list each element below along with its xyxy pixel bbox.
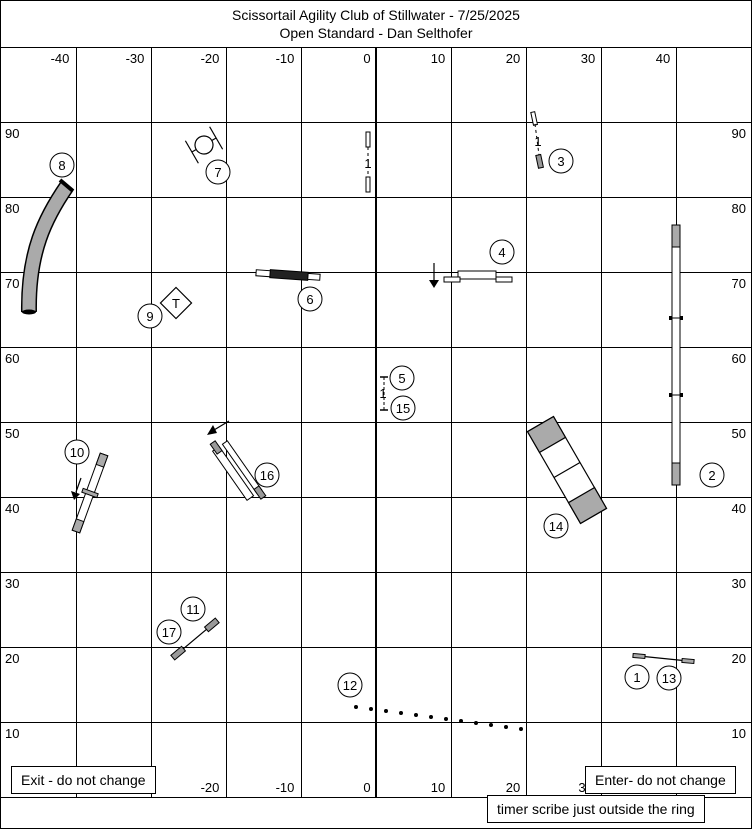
timer-note: timer scribe just outside the ring xyxy=(487,795,705,823)
jump-3: 1 xyxy=(530,111,544,169)
tick-label: 40 xyxy=(732,501,746,516)
jump-mark: 1 xyxy=(534,134,541,149)
number-16: 16 xyxy=(254,462,280,488)
number-15: 15 xyxy=(390,395,416,421)
number-1: 1 xyxy=(624,664,650,690)
svg-text:4: 4 xyxy=(498,245,505,260)
number-10: 10 xyxy=(64,439,90,465)
tick-label: 30 xyxy=(5,576,19,591)
number-markers: 1 2 3 4 5 6 7 8 9 10 11 12 13 14 15 16 1… xyxy=(49,148,725,698)
tick-label: 20 xyxy=(506,780,520,795)
svg-text:11: 11 xyxy=(186,602,200,617)
teeter-10 xyxy=(71,452,109,534)
svg-text:12: 12 xyxy=(343,678,357,693)
number-8: 8 xyxy=(49,152,75,178)
svg-text:9: 9 xyxy=(146,309,153,324)
jump-mark: 1 xyxy=(364,156,371,171)
x-axis-top: -40 -30 -20 -10 0 10 20 30 40 xyxy=(51,51,671,66)
tick-label: 3 xyxy=(578,780,585,795)
number-6: 6 xyxy=(297,286,323,312)
number-4: 4 xyxy=(489,239,515,265)
jump-6 xyxy=(255,269,321,281)
svg-text:3: 3 xyxy=(557,154,564,169)
svg-text:2: 2 xyxy=(708,468,715,483)
dogwalk-2 xyxy=(669,224,683,486)
number-13: 13 xyxy=(656,665,682,691)
tick-label: 0 xyxy=(363,51,370,66)
tick-label: 90 xyxy=(5,126,19,141)
weave-12 xyxy=(354,705,523,731)
tick-label: 70 xyxy=(732,276,746,291)
jump-16 xyxy=(209,440,267,502)
jump-mark: 1 xyxy=(379,386,386,401)
jump-1-13 xyxy=(632,652,695,665)
tick-label: 20 xyxy=(732,651,746,666)
tick-label: -10 xyxy=(276,780,295,795)
tick-label: 80 xyxy=(5,201,19,216)
course-title: Scissortail Agility Club of Stillwater -… xyxy=(232,7,520,23)
tunnel-8 xyxy=(20,178,75,315)
table-label: T xyxy=(172,296,180,311)
tick-label: 0 xyxy=(363,780,370,795)
tick-label: 10 xyxy=(732,726,746,741)
tick-label: 20 xyxy=(506,51,520,66)
number-3: 3 xyxy=(548,148,574,174)
tick-label: 60 xyxy=(732,351,746,366)
arrow xyxy=(207,420,230,435)
svg-text:17: 17 xyxy=(162,625,176,640)
tick-label: 10 xyxy=(5,726,19,741)
tick-label: -20 xyxy=(201,780,220,795)
number-2: 2 xyxy=(699,462,725,488)
number-12: 12 xyxy=(337,672,363,698)
svg-text:1: 1 xyxy=(633,670,640,685)
tick-label: 10 xyxy=(431,780,445,795)
tick-label: 50 xyxy=(5,426,19,441)
tick-label: 40 xyxy=(656,51,670,66)
x-axis-bottom: -20 -10 0 10 20 3 xyxy=(201,780,586,795)
svg-text:16: 16 xyxy=(260,468,274,483)
tick-label: -40 xyxy=(51,51,70,66)
svg-text:10: 10 xyxy=(70,445,84,460)
tick-label: 60 xyxy=(5,351,19,366)
y-axis-right: 90 80 70 60 50 40 30 20 10 xyxy=(732,126,746,741)
exit-note: Exit - do not change xyxy=(11,766,156,794)
tire-7 xyxy=(184,126,224,164)
number-9: 9 xyxy=(137,303,163,329)
number-7: 7 xyxy=(205,159,231,185)
jump-4 xyxy=(429,263,513,288)
arrow xyxy=(71,477,82,500)
aframe-14 xyxy=(526,415,608,525)
tick-label: -30 xyxy=(126,51,145,66)
start-jump: 1 xyxy=(364,131,372,193)
tick-label: 30 xyxy=(581,51,595,66)
tick-label: 30 xyxy=(732,576,746,591)
tick-label: -10 xyxy=(276,51,295,66)
tick-label: 90 xyxy=(732,126,746,141)
table-9: T xyxy=(159,286,193,320)
tick-label: 20 xyxy=(5,651,19,666)
svg-text:15: 15 xyxy=(396,401,410,416)
y-axis-left: 90 80 70 60 50 40 30 20 10 xyxy=(5,126,19,741)
svg-text:14: 14 xyxy=(549,519,563,534)
tick-label: 80 xyxy=(732,201,746,216)
course-subtitle: Open Standard - Dan Selthofer xyxy=(279,25,472,41)
tick-label: 40 xyxy=(5,501,19,516)
svg-text:5: 5 xyxy=(398,371,405,386)
number-5: 5 xyxy=(389,365,415,391)
tick-label: 70 xyxy=(5,276,19,291)
tick-label: -20 xyxy=(201,51,220,66)
number-11: 11 xyxy=(180,596,206,622)
enter-note: Enter- do not change xyxy=(585,766,736,794)
svg-text:6: 6 xyxy=(306,292,313,307)
number-14: 14 xyxy=(543,513,569,539)
tick-label: 50 xyxy=(732,426,746,441)
tick-label: 10 xyxy=(431,51,445,66)
svg-text:8: 8 xyxy=(58,158,65,173)
svg-text:13: 13 xyxy=(662,671,676,686)
jump-5-15: 1 xyxy=(379,376,388,411)
number-17: 17 xyxy=(156,619,182,645)
jump-11-17 xyxy=(170,617,220,661)
svg-text:7: 7 xyxy=(214,165,221,180)
